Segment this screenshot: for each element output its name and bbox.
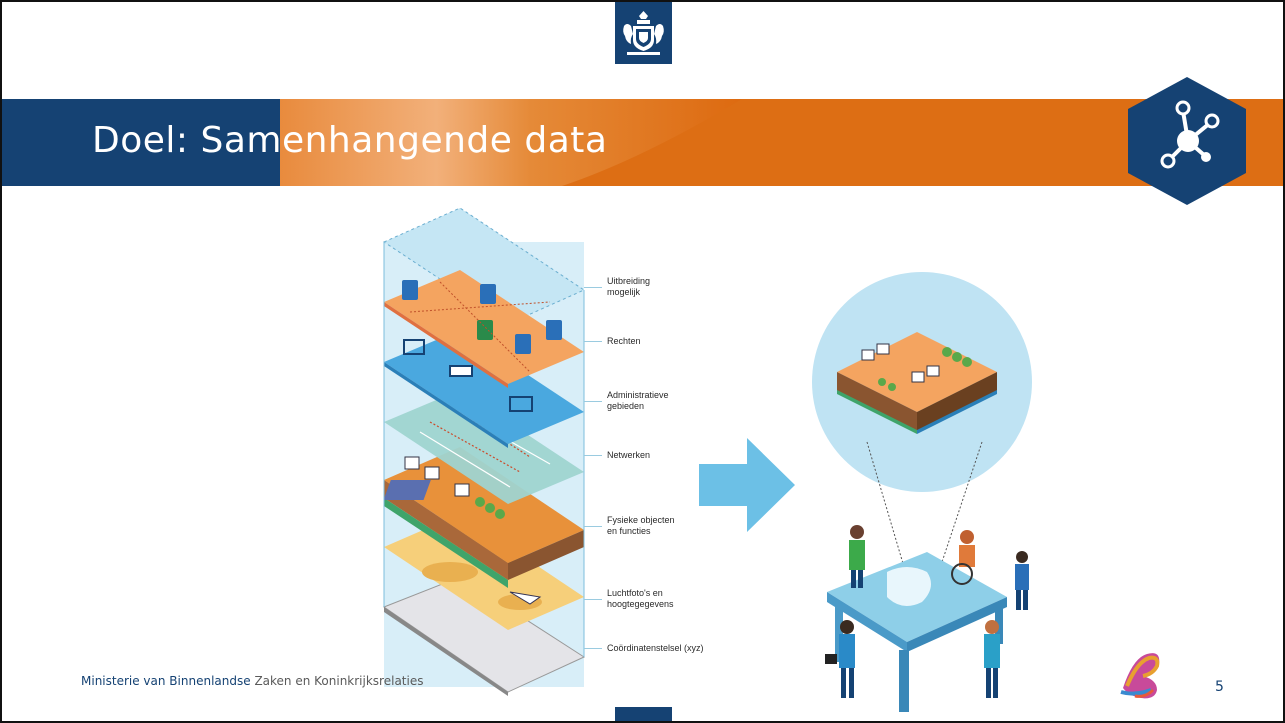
layer-label-luchtfoto: Luchtfoto's en hoogtegegevens: [607, 588, 717, 610]
leader-line: [584, 648, 602, 649]
layer-label-uitbreiding: Uitbreiding mogelijk: [607, 276, 717, 298]
coat-of-arms-icon: [615, 2, 672, 64]
layer-label-line: Uitbreiding: [607, 276, 651, 286]
title-banner: [2, 99, 1283, 186]
logo-sticker-icon: [1115, 648, 1171, 702]
page-number: 5: [1215, 679, 1224, 695]
layer-label-rechten: Rechten: [607, 336, 717, 347]
layer-label-line: Luchtfoto's en: [607, 588, 663, 598]
leader-line: [584, 287, 602, 288]
footer-org-rest: Zaken en Koninkrijksrelaties: [250, 674, 424, 688]
footer-org-main: Ministerie van Binnenlandse: [81, 674, 251, 688]
leader-line: [584, 526, 602, 527]
leader-line: [584, 599, 602, 600]
layer-label-line: Administratieve: [607, 390, 669, 400]
network-hex-icon: [1124, 75, 1250, 207]
leader-line: [584, 455, 602, 456]
layer-label-line: gebieden: [607, 401, 645, 411]
arrow-right-icon: [699, 438, 795, 532]
page-title: Doel: Samenhangende data: [92, 120, 608, 161]
layer-label-line: mogelijk: [607, 287, 641, 297]
data-layers-illustration: [380, 202, 670, 697]
connected-data-illustration: [807, 272, 1057, 712]
layer-label-netwerken: Netwerken: [607, 450, 717, 461]
bottom-logo-band: [615, 707, 672, 721]
layer-label-line: en functies: [607, 526, 651, 536]
leader-line: [584, 401, 602, 402]
layer-label-line: Fysieke objecten: [607, 515, 675, 525]
layer-label-coordinaten: Coördinatenstelsel (xyz): [607, 643, 747, 654]
layer-label-administratieve: Administratieve gebieden: [607, 390, 717, 412]
leader-line: [584, 341, 602, 342]
layer-label-line: Coördinatenstelsel (xyz): [607, 643, 704, 653]
layer-label-fysieke: Fysieke objecten en functies: [607, 515, 717, 537]
footer-organization: Ministerie van Binnenlandse Zaken en Kon…: [81, 674, 423, 688]
layer-label-line: Rechten: [607, 336, 641, 346]
layer-label-line: Netwerken: [607, 450, 651, 460]
layer-label-line: hoogtegegevens: [607, 599, 674, 609]
